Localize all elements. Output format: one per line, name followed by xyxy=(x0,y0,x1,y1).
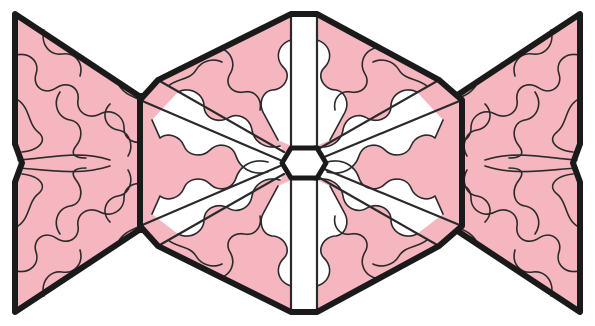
left-wing xyxy=(15,14,158,312)
center-hexagon xyxy=(282,148,326,178)
center-octagon xyxy=(140,14,462,312)
